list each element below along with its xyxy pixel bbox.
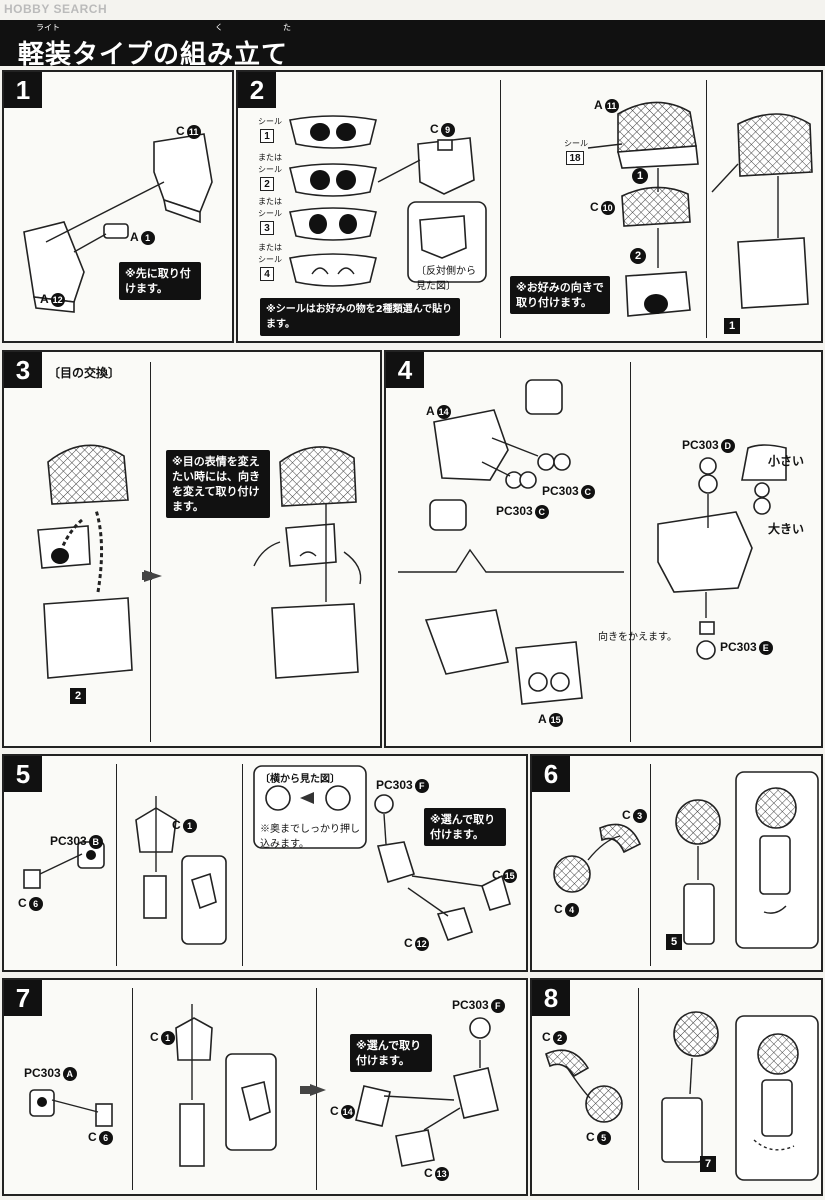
order-marker-2: 2 — [630, 248, 646, 264]
step-number: 4 — [386, 352, 424, 388]
divider — [116, 764, 117, 966]
step-number: 7 — [4, 980, 42, 1016]
divider — [150, 362, 151, 742]
step-number: 2 — [238, 72, 276, 108]
or-label-3: または — [258, 243, 282, 252]
order-marker-1: 1 — [632, 168, 648, 184]
page-title: 軽装タイプの組み立て — [18, 40, 289, 70]
step-number: 6 — [532, 756, 570, 792]
seal-number-3: 3 — [260, 221, 274, 235]
note-change-expression: ※目の表情を変えたい時には、向きを変えて取り付けます。 — [166, 450, 270, 518]
ruby-ku: く — [215, 23, 223, 32]
step-4-drawing — [398, 379, 787, 705]
step-reference: 5 — [666, 934, 682, 950]
step-2-panel: 2 シール 1 または シール 2 または シール 3 または シール 4 — [236, 70, 823, 343]
divider — [650, 764, 651, 966]
label-small: 小さい — [768, 454, 805, 468]
step-6-drawing — [553, 771, 819, 949]
step-number: 8 — [532, 980, 570, 1016]
seal-number-4: 4 — [260, 267, 274, 281]
note-push-in: ※奥までしっかり押し込みます。 — [260, 824, 360, 850]
step-8-drawing — [545, 1011, 819, 1181]
page-header: ライト く た 軽装タイプの組み立て — [0, 20, 825, 70]
divider — [630, 362, 631, 742]
note-choose-attach: ※選んで取り付けます。 — [424, 808, 506, 846]
label-side-view: 〔横から見た図〕 — [260, 774, 340, 785]
seal-label-4: シール — [258, 255, 282, 264]
label-large: 大きい — [768, 522, 805, 536]
step-number: 3 — [4, 352, 42, 388]
seal-label-3: シール — [258, 209, 282, 218]
ruby-ta: た — [283, 23, 291, 32]
note-seal-choice: ※シールはお好みの物を2種類選んで貼ります。 — [260, 298, 460, 336]
step-3-drawing — [37, 444, 362, 679]
step-reference: 2 — [70, 688, 86, 704]
step-1-drawing — [23, 133, 213, 313]
divider — [242, 764, 243, 966]
note-view-from-opposite: 〔反対側から見た図〕 — [416, 266, 476, 292]
label-seal18-title: シール — [564, 139, 588, 148]
note-change-direction: 向きをかえます。 — [598, 632, 677, 643]
step-5-drawing — [23, 765, 511, 945]
seal-number-1: 1 — [260, 129, 274, 143]
seal-number-2: 2 — [260, 177, 274, 191]
seal-label-2: シール — [258, 165, 282, 174]
ruby-light: ライト — [36, 23, 60, 32]
note-favorite-direction: ※お好みの向きで取り付けます。 — [510, 276, 610, 314]
or-label-1: または — [258, 153, 282, 162]
divider — [706, 80, 707, 338]
divider — [638, 988, 639, 1190]
seal-label-1: シール — [258, 117, 282, 126]
or-label-2: または — [258, 197, 282, 206]
divider — [500, 80, 501, 338]
step-3-panel: 3 〔目の交換〕 ※目の表情を変えたい時には、向きを変えて取り付けます。 2 — [2, 350, 382, 748]
step-2-drawing — [289, 101, 813, 317]
step-7-drawing — [29, 1004, 499, 1167]
divider — [132, 988, 133, 1190]
step-reference: 7 — [700, 1156, 716, 1172]
watermark: HOBBY SEARCH — [4, 2, 108, 16]
step-number: 5 — [4, 756, 42, 792]
note-attach-first: ※先に取り付けます。 — [119, 262, 201, 300]
step-number: 1 — [4, 72, 42, 108]
step-reference: 1 — [724, 318, 740, 334]
seal-number-18: 18 — [566, 151, 584, 165]
note-choose-attach: ※選んで取り付けます。 — [350, 1034, 432, 1072]
step-3-subtitle: 〔目の交換〕 — [48, 366, 121, 380]
